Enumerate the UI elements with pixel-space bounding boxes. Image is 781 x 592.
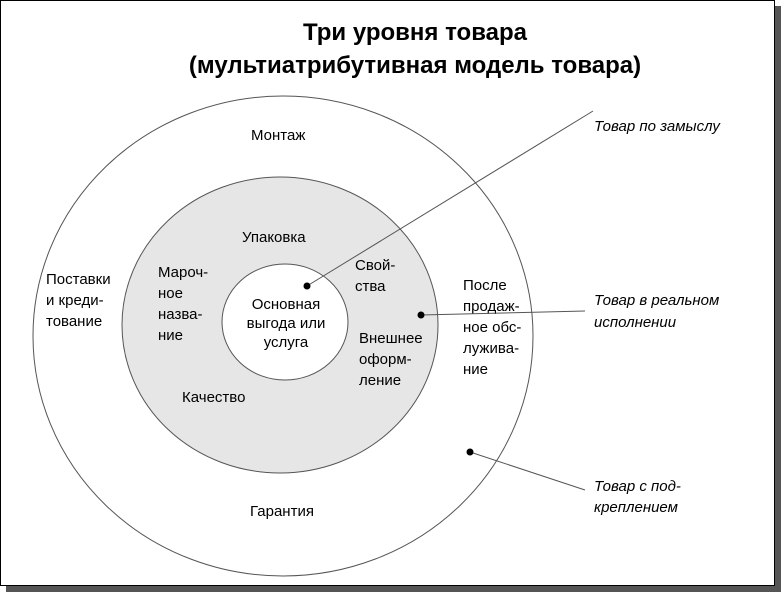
callout-actual-2: исполнении (594, 314, 677, 331)
callout-dot-concept (303, 282, 311, 290)
label-aftersales-1: После (463, 277, 507, 294)
frame-shadow-right (775, 6, 781, 592)
label-warranty: Гарантия (250, 503, 314, 520)
label-installation: Монтаж (251, 127, 305, 144)
label-brand-2: ное (158, 285, 183, 302)
callout-concept: Товар по замыслу (594, 118, 721, 135)
label-aftersales-4: луживa- (463, 340, 519, 357)
core-line-1: Основная (252, 296, 321, 313)
label-brand-1: Мароч- (158, 264, 208, 281)
label-brand-3: назва- (158, 306, 202, 323)
callout-actual-1: Товар в реальном (594, 292, 719, 309)
label-brand-4: ние (158, 327, 183, 344)
label-design-2: оформ- (359, 351, 412, 368)
label-credit-1: Поставки (46, 271, 111, 288)
label-aftersales-5: ние (463, 361, 488, 378)
title-line2: (мультиатрибутивная модель товара) (189, 52, 641, 79)
callout-dot-actual (417, 311, 425, 319)
label-design-1: Внешнее (359, 330, 423, 347)
callout-augmented-2: креплением (594, 499, 678, 516)
core-line-3: услуга (264, 334, 309, 351)
core-line-2: выгода или (247, 315, 326, 332)
label-properties-1: Свой- (355, 257, 395, 274)
callout-line-augmented (469, 451, 586, 491)
label-aftersales-3: ное обс- (463, 319, 521, 336)
title-line1: Три уровня товара (303, 19, 528, 46)
label-design-3: ление (359, 372, 401, 389)
callout-augmented-1: Товар с под- (594, 478, 681, 495)
callout-line-concept (306, 110, 594, 287)
label-quality: Качество (182, 389, 245, 406)
label-properties-2: ства (355, 278, 386, 295)
label-aftersales-2: продаж- (463, 298, 520, 315)
callout-dot-augmented (466, 448, 474, 456)
label-credit-2: и креди- (46, 292, 104, 309)
callout-line-actual (420, 310, 586, 316)
label-packaging: Упаковка (242, 229, 306, 246)
label-credit-3: тование (46, 313, 102, 330)
frame-shadow-bottom (6, 586, 781, 592)
core-product-ellipse (221, 263, 349, 381)
